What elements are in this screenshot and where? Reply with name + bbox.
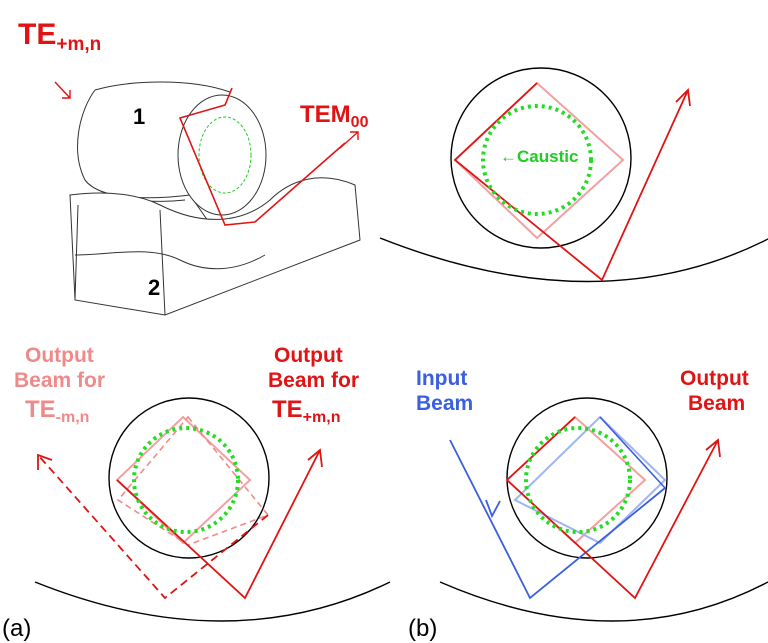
caustic-label: ←Caustic	[500, 147, 578, 166]
caustic-circle-top	[481, 104, 593, 216]
panel-a	[34, 397, 391, 622]
waveguide-circle-b	[506, 397, 668, 559]
panel-b-tag: (b)	[408, 615, 437, 642]
caustic-circle-b	[524, 426, 632, 534]
mirror-arc-a	[34, 581, 391, 622]
waveguide-circle-top	[450, 67, 632, 249]
mirror-arc-b	[439, 581, 768, 622]
mode-label: TE+m,n	[18, 18, 101, 55]
input-beam-label: Input Beam	[416, 367, 473, 415]
pink-ray-square-a-dashed	[116, 415, 270, 546]
lightblue-ray-square-b	[513, 415, 667, 545]
waveguide-circle-a	[108, 397, 270, 559]
red-output-ray-a	[116, 449, 321, 600]
output-mode-label: TEM00	[300, 101, 369, 131]
red-output-ray-b	[505, 416, 719, 600]
left-output-label: Output Beam for TE-m,n	[14, 344, 111, 426]
mirror-arc-top	[379, 237, 768, 283]
red-dashed-output-ray-a	[37, 454, 269, 600]
launcher-sketch	[54, 81, 361, 316]
panel-a-tag: (a)	[2, 615, 31, 642]
top-right-panel	[379, 67, 768, 283]
red-ray-top	[453, 82, 689, 282]
caustic-circle-a	[132, 426, 240, 534]
pink-ray-square-a-solid	[115, 415, 252, 545]
panel-b	[439, 397, 768, 622]
mirror-block	[69, 177, 361, 316]
part-1-label: 1	[133, 104, 145, 129]
right-output-label: Output Beam for TE+m,n	[268, 344, 365, 426]
cylinder-caustic	[198, 116, 252, 194]
cylinder-end	[177, 94, 267, 216]
launcher-beam	[178, 87, 346, 226]
output-beam-label: Output Beam	[680, 367, 755, 415]
part-2-label: 2	[148, 275, 160, 300]
blue-input-ray-b	[449, 439, 666, 600]
